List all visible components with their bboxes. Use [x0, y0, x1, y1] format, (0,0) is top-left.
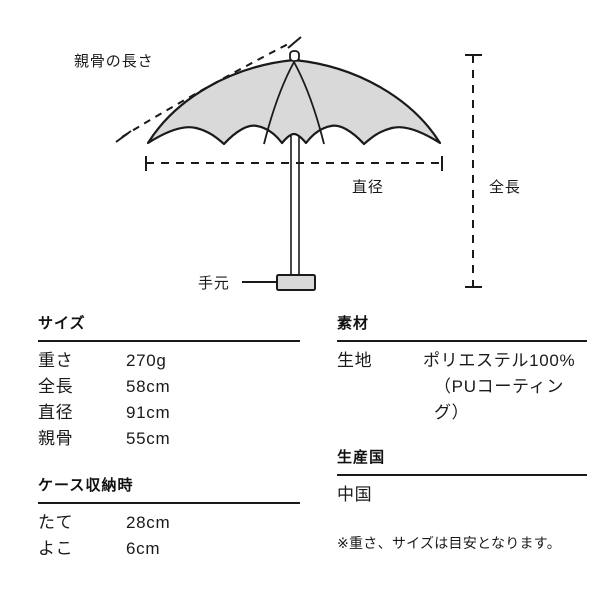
umbrella-diagram: 親骨の長さ 直径 全長 手元: [74, 36, 521, 292]
spec-key: 中国: [337, 485, 373, 504]
spec-key: 親骨: [38, 429, 74, 448]
left-spec-column: サイズ 重さ 270g 全長 58cm 直径 91cm 親骨 55cm ケース収…: [38, 312, 300, 562]
canopy-seam-left: [263, 61, 295, 145]
table-row: 生地 ポリエステル100%: [337, 348, 587, 374]
spec-value: 58cm: [126, 377, 171, 396]
material-section-title: 素材: [337, 315, 370, 332]
size-section-rule: [38, 340, 300, 342]
origin-section-title: 生産国: [337, 449, 386, 466]
table-row: 重さ 270g: [38, 348, 300, 374]
umbrella-handle: [276, 274, 316, 291]
umbrella-canopy: [146, 58, 442, 146]
material-section-rule: [337, 340, 587, 342]
total-length-label: 全長: [489, 179, 521, 196]
table-row: 全長 58cm: [38, 374, 300, 400]
spec-key: たて: [38, 513, 74, 532]
case-section-rule: [38, 502, 300, 504]
material-coating-note: （PUコーティング）: [434, 377, 565, 422]
table-row: 中国: [337, 482, 587, 508]
table-row: たて 28cm: [38, 510, 300, 536]
spec-key: 重さ: [38, 351, 74, 370]
right-spec-column: 素材 生地 ポリエステル100% （PUコーティング） 生産国 中国: [337, 312, 587, 508]
handle-label: 手元: [198, 275, 230, 292]
rib-length-tick-start: [115, 130, 132, 143]
diameter-label: 直径: [352, 179, 384, 196]
rib-length-tick-end: [287, 36, 302, 49]
spec-key: 直径: [38, 403, 74, 422]
spec-value: 6cm: [126, 539, 161, 558]
spec-value: ポリエステル100%: [423, 351, 576, 370]
spec-value: 270g: [126, 351, 167, 370]
umbrella-finial: [289, 50, 300, 62]
rib-length-label: 親骨の長さ: [74, 53, 154, 70]
spec-key: 全長: [38, 377, 74, 396]
case-section-title: ケース収納時: [38, 477, 134, 494]
size-section-title: サイズ: [38, 315, 86, 332]
table-row: 親骨 55cm: [38, 426, 300, 452]
spec-value: 91cm: [126, 403, 171, 422]
spec-key: よこ: [38, 539, 74, 558]
spec-value: 28cm: [126, 513, 171, 532]
spec-value: 55cm: [126, 429, 171, 448]
table-row: 直径 91cm: [38, 400, 300, 426]
origin-section-rule: [337, 474, 587, 476]
spec-key: 生地: [337, 351, 373, 370]
canopy-seam-right: [293, 61, 325, 145]
table-row: よこ 6cm: [38, 536, 300, 562]
umbrella-illustration: [115, 36, 482, 291]
footnote-text: ※重さ、サイズは目安となります。: [337, 535, 561, 551]
